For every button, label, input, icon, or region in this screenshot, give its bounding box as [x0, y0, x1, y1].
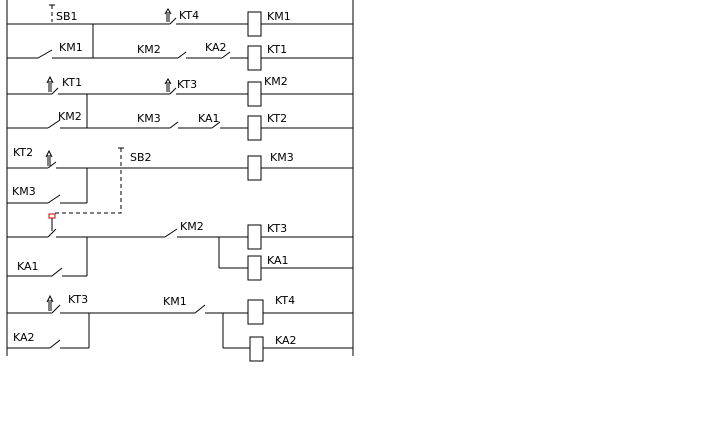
rung-km1: SB1 KT4 KM1	[7, 4, 353, 37]
km2-r7-contact	[164, 228, 178, 238]
kt3-coil-label: KT3	[267, 222, 287, 235]
km3-coil-label: KM3	[270, 151, 294, 164]
kt4-label: KT4	[179, 9, 199, 22]
kt2-coil	[247, 115, 262, 141]
ka2-coil-label: KA2	[275, 334, 297, 347]
rung-kt3-ka1: KM2 KT3 KA1 KA1	[7, 213, 353, 281]
rung-kt1: KM1 KM2 KA2 KT1	[7, 24, 353, 71]
ka2-label: KA2	[205, 41, 227, 54]
rung-km2: KT1 KT3 KM2	[7, 75, 353, 107]
km1-r9-label: KM1	[163, 295, 187, 308]
km1-coil	[247, 11, 262, 37]
km3-hold-contact	[47, 194, 61, 204]
ka1-hold-label: KA1	[17, 260, 39, 273]
km1-coil-label: KM1	[267, 10, 291, 23]
km3-contact	[169, 121, 179, 129]
ka1-hold-contact	[51, 267, 63, 277]
rung-kt4-ka2: KT3 KM1 KT4 KA2 KA2	[7, 293, 353, 362]
kt4-coil	[247, 299, 264, 325]
km2-hold-label: KM2	[58, 110, 82, 123]
kt4-delay-arrow	[164, 8, 172, 15]
kt4-contact	[169, 17, 177, 25]
km3-hold-label: KM3	[12, 185, 36, 198]
kt1-coil	[247, 45, 262, 71]
km3-coil	[247, 155, 262, 181]
km2-coil	[247, 81, 262, 107]
ka2-hold-label: KA2	[13, 331, 35, 344]
ka2-coil	[249, 336, 264, 362]
ka1-contact	[211, 121, 221, 129]
kt1-coil-label: KT1	[267, 43, 287, 56]
ka1-label: KA1	[198, 112, 220, 125]
sb1-label: SB1	[56, 10, 78, 23]
km2-contact	[177, 51, 187, 59]
ka2-contact	[221, 51, 231, 59]
sb2-mechanical-link	[52, 170, 122, 214]
rung-kt2: KM2 KM3 KA1 KT2	[7, 94, 353, 141]
kt3-coil	[247, 224, 262, 250]
kt3-contact	[169, 87, 177, 95]
kt3-r9-label: KT3	[68, 293, 88, 306]
sb2-linked-contact	[47, 228, 57, 238]
kt2-label: KT2	[13, 146, 33, 159]
km2-r7-label: KM2	[180, 220, 204, 233]
kt3-label: KT3	[177, 78, 197, 91]
km2-hold-contact	[47, 119, 61, 129]
km1-r9-contact	[194, 304, 206, 314]
rung-km3: KT2 SB2 KM3 KM3	[7, 146, 353, 214]
kt2-contact	[47, 161, 57, 169]
km1-contact	[37, 49, 53, 59]
km2-label: KM2	[137, 43, 161, 56]
km2-coil-label: KM2	[264, 75, 288, 88]
kt1-contact	[51, 87, 59, 95]
kt4-coil-label: KT4	[275, 294, 295, 307]
km1-label: KM1	[59, 41, 83, 54]
ka1-coil	[247, 255, 262, 281]
ka2-hold-contact	[49, 339, 61, 349]
sb2-link-marker	[48, 213, 56, 219]
kt3-r9-contact	[51, 304, 61, 314]
sb2-label: SB2	[130, 151, 152, 164]
kt2-coil-label: KT2	[267, 112, 287, 125]
km3-label: KM3	[137, 112, 161, 125]
ka1-coil-label: KA1	[267, 254, 289, 267]
kt1-label: KT1	[62, 76, 82, 89]
